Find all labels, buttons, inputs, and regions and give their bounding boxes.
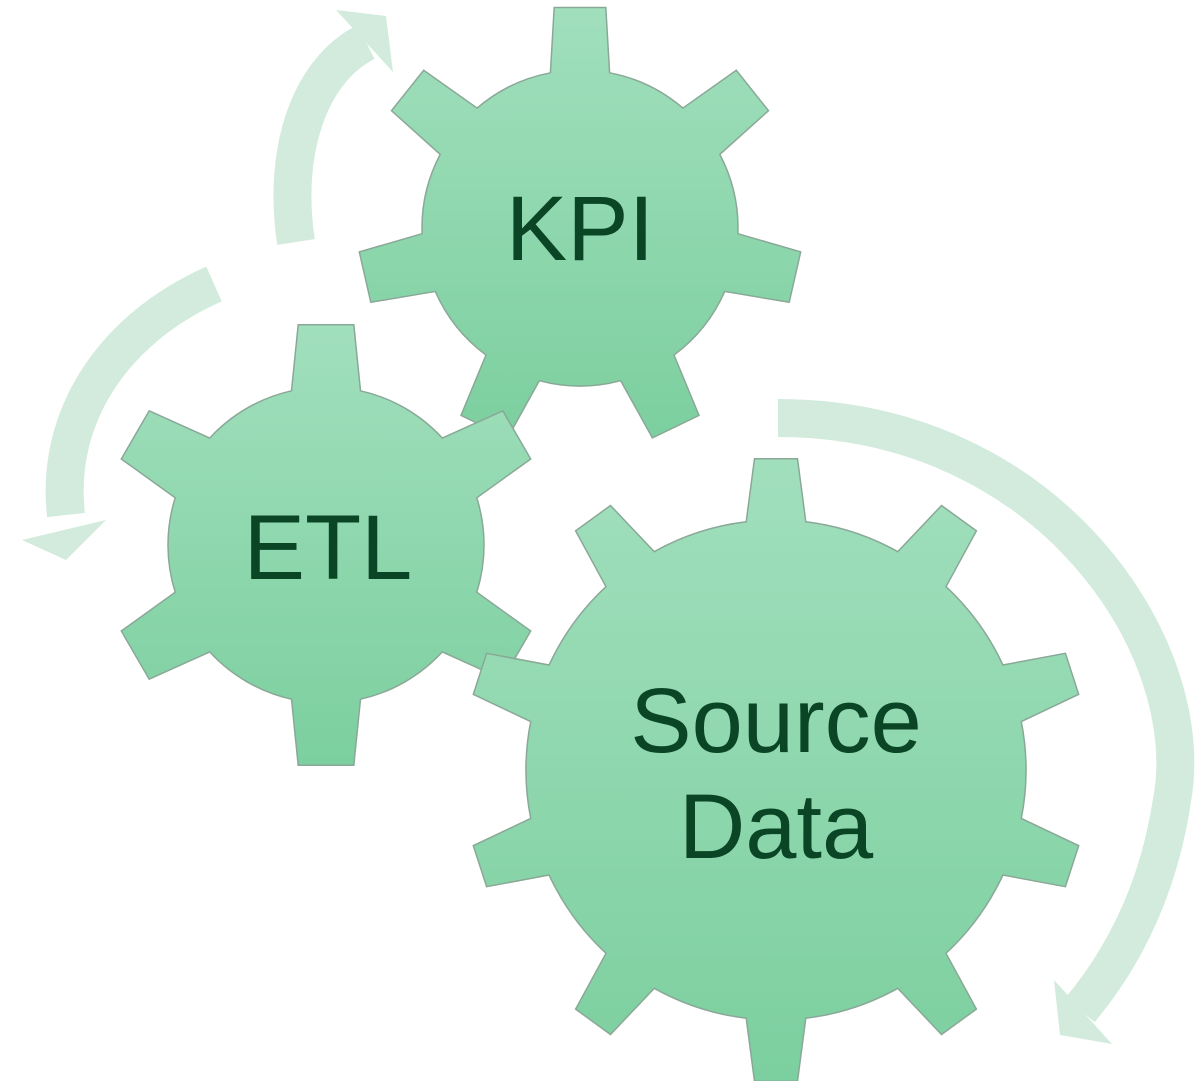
arrow-source-to-bottom: [777, 399, 1195, 1044]
arrow-kpi-to-etl: [22, 266, 222, 560]
gear-kpi-shape: [358, 6, 802, 439]
gear-etl: ETL: [120, 324, 532, 766]
gear-kpi-label: KPI: [506, 178, 654, 280]
gear-source-data-label-line1: Source: [630, 670, 922, 772]
gear-source-data: Source Data: [472, 457, 1080, 1081]
gear-source-data-shape: [472, 457, 1080, 1081]
gear-etl-shape: [120, 324, 532, 766]
gear-kpi: KPI: [358, 6, 802, 439]
gear-etl-label: ETL: [244, 497, 413, 599]
gear-source-data-label-line2: Data: [679, 776, 874, 878]
arrow-etl-to-kpi: [273, 10, 393, 245]
